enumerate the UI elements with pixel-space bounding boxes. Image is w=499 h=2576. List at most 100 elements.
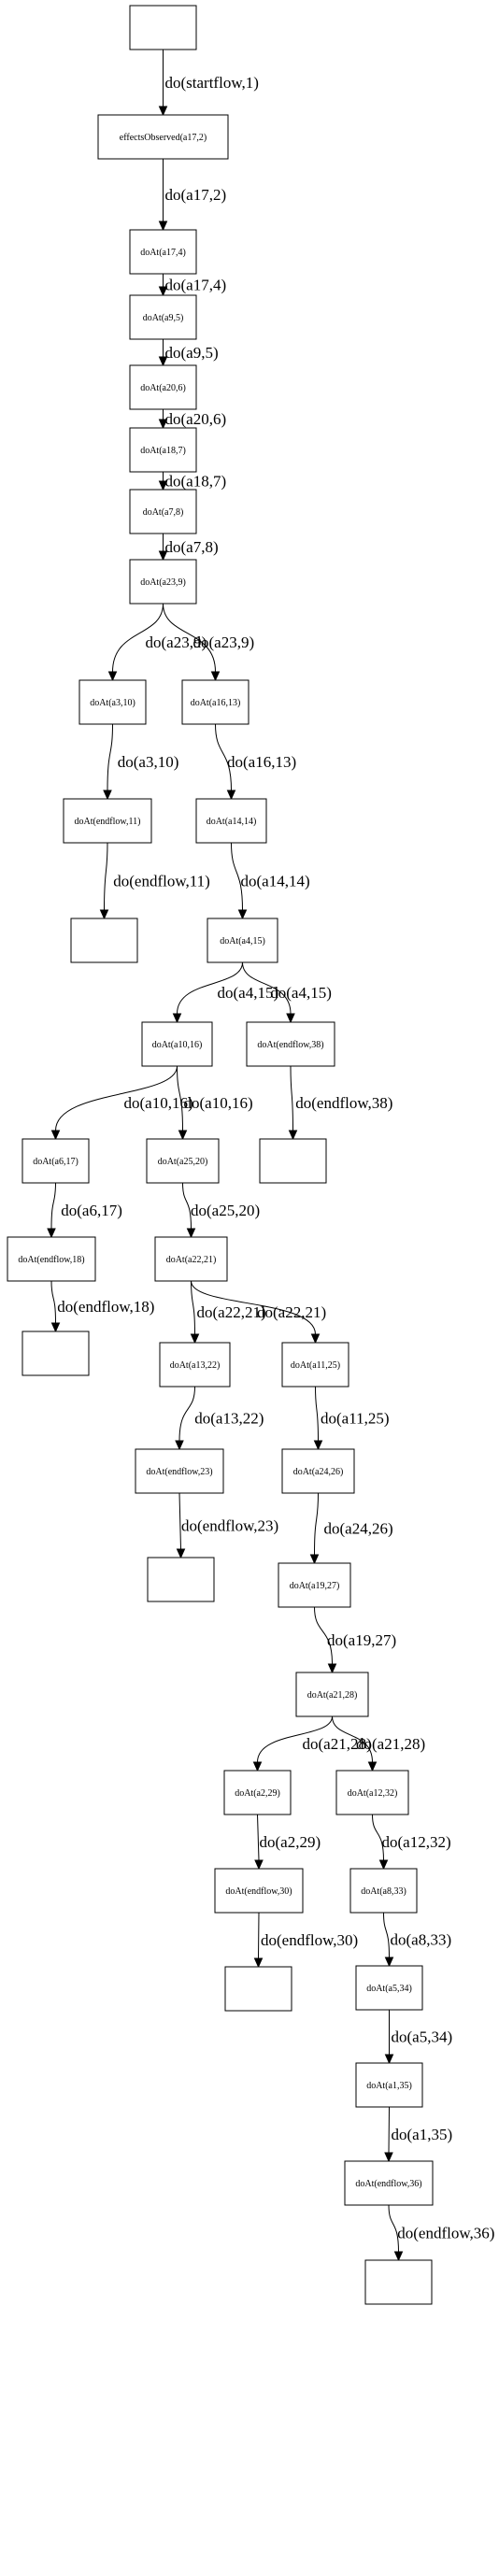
node-a17-4: doAt(a17,4)	[129, 229, 197, 275]
arrowhead-icon	[288, 1130, 298, 1141]
node-box	[259, 1138, 327, 1184]
arrowhead-icon	[158, 221, 168, 232]
arrowhead-icon	[158, 356, 168, 367]
node-box	[349, 1868, 418, 1914]
node-box	[281, 1342, 349, 1388]
node-box	[129, 559, 197, 605]
arrowhead-icon	[178, 1130, 188, 1141]
edge-label: do(a21,28)	[303, 1735, 372, 1753]
arrowhead-icon	[47, 1228, 56, 1239]
node-box	[129, 364, 197, 410]
edge-label: do(a17,4)	[165, 277, 227, 294]
edge-line	[231, 842, 243, 911]
edge-line	[388, 2106, 390, 2154]
node-box	[21, 1138, 90, 1184]
node-a9-5: doAt(a9,5)	[129, 294, 197, 340]
node-effects: effectsObserved(a17,2)	[97, 114, 229, 160]
edge-a18-7-to-a7-8: do(a18,7)	[158, 472, 226, 491]
node-label: doAt(a12,32)	[348, 1788, 398, 1799]
arrowhead-icon	[107, 671, 118, 682]
edge-label: do(a8,33)	[391, 1931, 452, 1949]
edge-a7-8-to-a23-9: do(a7,8)	[158, 534, 219, 562]
node-label: doAt(a6,17)	[33, 1157, 78, 1167]
arrowhead-icon	[226, 790, 236, 801]
node-a24-26: doAt(a24,26)	[281, 1448, 355, 1494]
node-endflow-11: doAt(endflow,11)	[63, 798, 152, 844]
arrowhead-icon	[253, 1957, 264, 1969]
edge-endflow-18-to-end-18: do(endflow,18)	[50, 1280, 154, 1333]
edge-a11-25-to-a24-26: do(a11,25)	[313, 1386, 390, 1451]
node-box	[147, 1557, 215, 1602]
edge-label: do(a14,14)	[241, 873, 310, 890]
edge-a16-13-to-a14-14: do(a16,13)	[215, 723, 296, 801]
edge-line	[178, 1492, 181, 1550]
node-label: doAt(a23,9)	[140, 577, 186, 588]
node-a1-35: doAt(a1,35)	[355, 2062, 423, 2108]
arrowhead-icon	[50, 1130, 61, 1141]
node-label: doAt(a24,26)	[293, 1467, 344, 1477]
node-box	[295, 1672, 369, 1717]
node-label: doAt(endflow,30)	[225, 1886, 292, 1897]
arrowhead-icon	[190, 1333, 200, 1345]
edge-a21-28-to-a12-32: do(a21,28)	[332, 1715, 425, 1772]
node-label: doAt(a16,13)	[191, 698, 241, 708]
edge-label: do(a22,21)	[197, 1303, 266, 1321]
edge-endflow-23-to-end-23: do(endflow,23)	[176, 1492, 278, 1559]
node-box	[246, 1021, 335, 1067]
edge-label: do(endflow,18)	[57, 1298, 154, 1316]
arrowhead-icon	[309, 1554, 320, 1565]
edge-label: do(a4,15)	[270, 984, 332, 1002]
arrowhead-icon	[384, 2054, 394, 2065]
node-box	[70, 918, 138, 963]
node-box	[355, 2062, 423, 2108]
node-end-30	[224, 1966, 292, 2012]
node-box	[159, 1342, 231, 1388]
edge-line	[290, 1065, 293, 1131]
edge-label: do(a1,35)	[392, 2126, 453, 2143]
edge-a21-28-to-a2-29: do(a21,28)	[252, 1715, 372, 1772]
arrowhead-icon	[310, 1333, 321, 1345]
node-label: doAt(a18,7)	[140, 446, 186, 456]
arrowhead-icon	[99, 909, 109, 920]
node-box	[344, 2160, 434, 2206]
edge-a25-20-to-a22-21: do(a25,20)	[182, 1182, 260, 1239]
edge-line	[242, 961, 292, 1015]
node-a11-25: doAt(a11,25)	[281, 1342, 349, 1388]
node-a6-17: doAt(a6,17)	[21, 1138, 90, 1184]
edge-line	[104, 842, 108, 911]
node-box	[78, 679, 147, 725]
edge-line	[314, 1492, 319, 1556]
edge-line	[191, 1280, 195, 1335]
node-a7-8: doAt(a7,8)	[129, 489, 197, 534]
node-label: doAt(a19,27)	[290, 1581, 340, 1591]
edge-a6-17-to-endflow-18: do(a6,17)	[47, 1182, 122, 1239]
edge-label: do(a21,28)	[356, 1735, 425, 1753]
node-box	[364, 2259, 433, 2305]
node-box	[195, 798, 267, 844]
edge-label: do(startflow,1)	[165, 74, 259, 92]
edge-a23-9-to-a16-13: do(a23,9)	[163, 603, 254, 682]
arrowhead-icon	[176, 1548, 186, 1559]
arrowhead-icon	[393, 2251, 404, 2262]
edge-a10-16-to-a6-17: do(a10,16)	[50, 1065, 193, 1141]
edge-a2-29-to-endflow-30: do(a2,29)	[254, 1814, 321, 1871]
node-endflow-38: doAt(endflow,38)	[246, 1021, 335, 1067]
node-label: doAt(a3,10)	[90, 698, 135, 708]
arrowhead-icon	[158, 550, 168, 562]
edge-label: do(a7,8)	[165, 538, 219, 556]
edge-label: do(endflow,38)	[295, 1094, 392, 1112]
node-start	[129, 5, 197, 50]
edge-line	[314, 1606, 333, 1665]
node-label: doAt(endflow,11)	[75, 817, 141, 827]
edge-line	[50, 1182, 56, 1230]
node-box	[355, 1965, 423, 2011]
edge-a24-26-to-a19-27: do(a24,26)	[309, 1492, 393, 1565]
edge-line	[388, 2204, 399, 2253]
node-box	[141, 1021, 213, 1067]
arrowhead-icon	[367, 1761, 378, 1772]
arrowhead-icon	[210, 671, 221, 682]
node-label: doAt(a14,14)	[207, 817, 257, 827]
edge-endflow-30-to-end-30: do(endflow,30)	[253, 1912, 358, 1969]
node-box	[146, 1138, 220, 1184]
